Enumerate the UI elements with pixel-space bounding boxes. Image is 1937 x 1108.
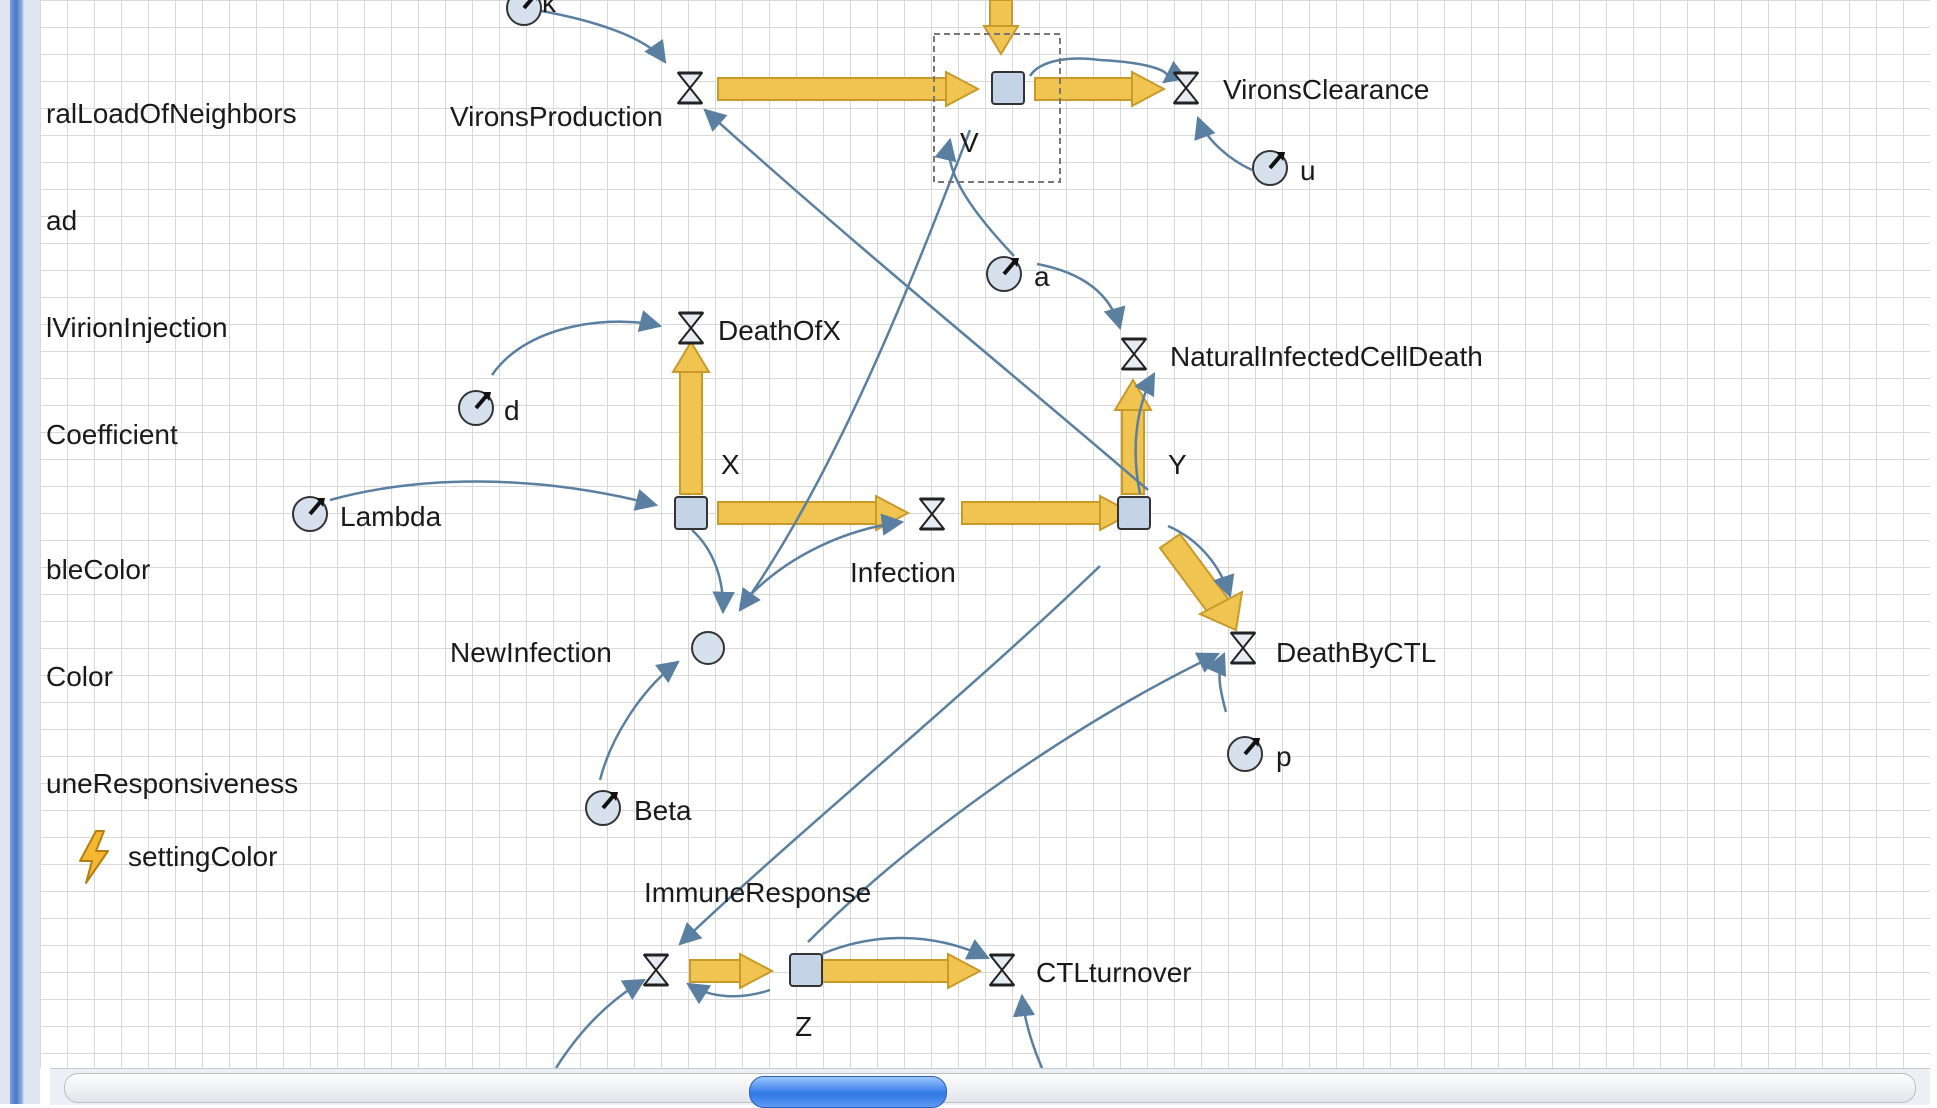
immune-response-label: ImmuneResponse — [644, 877, 871, 908]
pipe-infection-to-y[interactable] — [961, 494, 1135, 532]
ctl-turnover-label: CTLturnover — [1036, 957, 1192, 988]
stock-y[interactable] — [1117, 496, 1151, 530]
variable-color-label[interactable]: bleColor — [46, 554, 151, 585]
param-p-label: p — [1276, 741, 1292, 772]
setting-color-action[interactable]: settingColor — [76, 830, 278, 884]
param-beta-label: Beta — [634, 795, 692, 826]
stock-z-label: Z — [795, 1011, 812, 1042]
left-panel-border — [0, 0, 40, 1104]
stock-x-label: X — [721, 449, 740, 480]
viral-load-of-neighbors-label[interactable]: ralLoadOfNeighbors — [46, 98, 297, 129]
immune-responsiveness-label[interactable]: uneResponsiveness — [46, 768, 299, 799]
horizontal-scrollbar[interactable] — [50, 1068, 1930, 1108]
scrollbar-track[interactable] — [64, 1073, 1916, 1108]
virion-injection-label[interactable]: lVirionInjection — [46, 312, 228, 343]
death-by-ctl-label: DeathByCTL — [1276, 637, 1436, 668]
param-u[interactable] — [1251, 149, 1289, 187]
load-label[interactable]: ad — [46, 205, 78, 236]
stock-v-label: V — [960, 127, 979, 158]
param-lambda-label: Lambda — [340, 501, 442, 532]
infection-label: Infection — [850, 557, 956, 588]
stock-v[interactable] — [991, 71, 1025, 105]
valve-virons-clearance[interactable] — [1172, 71, 1200, 105]
valve-natural-infected-cell-death[interactable] — [1120, 337, 1148, 371]
pipe-v-inflow-top[interactable] — [982, 0, 1020, 56]
param-d[interactable] — [457, 389, 495, 427]
color-label[interactable]: Color — [46, 661, 113, 692]
model-canvas[interactable]: ralLoadOfNeighbors ad lVirionInjection C… — [40, 0, 1930, 1068]
selection-box[interactable] — [933, 33, 1061, 183]
virons-clearance-label: VironsClearance — [1223, 74, 1430, 105]
param-lambda[interactable] — [291, 495, 329, 533]
pipe-z-to-ctlturnover[interactable] — [821, 952, 983, 990]
new-infection-label: NewInfection — [450, 637, 612, 668]
scrollbar-thumb[interactable] — [749, 1076, 947, 1108]
pipe-production-to-v[interactable] — [717, 70, 981, 108]
param-k-label: k — [542, 0, 557, 18]
influence-links — [329, 6, 1253, 1068]
param-beta[interactable] — [584, 789, 622, 827]
stock-z[interactable] — [789, 953, 823, 987]
stock-x[interactable] — [674, 496, 708, 530]
param-u-label: u — [1300, 155, 1316, 186]
stock-flow-diagram: k VironsProduction VironsClearance V u a… — [291, 0, 1483, 1068]
param-a-label: a — [1034, 261, 1050, 292]
param-d-label: d — [504, 395, 520, 426]
param-a[interactable] — [985, 255, 1023, 293]
pipe-v-to-clearance[interactable] — [1034, 70, 1167, 108]
death-of-x-label: DeathOfX — [718, 315, 841, 346]
setting-color-label: settingColor — [128, 841, 278, 872]
param-p[interactable] — [1226, 735, 1264, 773]
valve-death-by-ctl[interactable] — [1229, 631, 1257, 665]
coefficient-label[interactable]: Coefficient — [46, 419, 178, 450]
aux-new-infection[interactable] — [691, 631, 725, 665]
valve-infection[interactable] — [918, 497, 946, 531]
virons-production-label: VironsProduction — [450, 101, 663, 132]
stock-y-label: Y — [1168, 449, 1187, 480]
valve-death-of-x[interactable] — [677, 311, 705, 345]
valve-virons-production[interactable] — [676, 71, 704, 105]
pipe-x-to-deathofx[interactable] — [671, 340, 711, 495]
valve-ctl-turnover[interactable] — [988, 953, 1016, 987]
pipe-immune-to-z[interactable] — [689, 952, 775, 990]
valve-immune-response[interactable] — [642, 953, 670, 987]
flow-pipes — [671, 0, 1244, 990]
lightning-bolt-icon — [79, 830, 109, 884]
natural-infected-cell-death-label: NaturalInfectedCellDeath — [1170, 341, 1483, 372]
param-k[interactable] — [505, 0, 543, 27]
